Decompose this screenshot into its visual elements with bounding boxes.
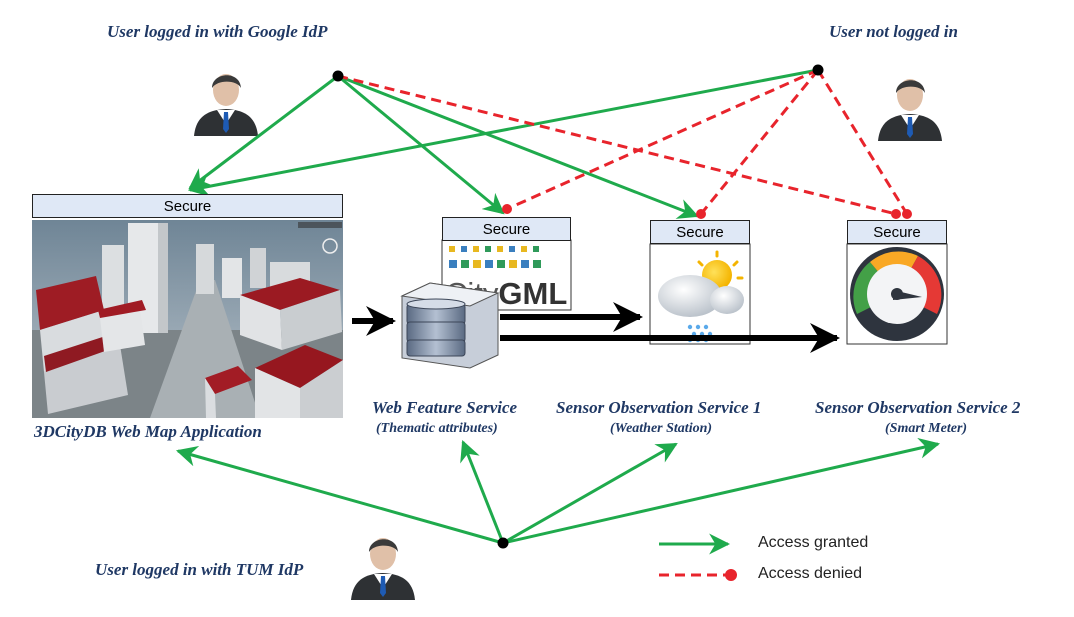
anonymous-user-label: User not logged in: [829, 22, 958, 41]
gauge-icon: [850, 247, 944, 341]
citygml-dots-icon: [449, 246, 541, 268]
sos1-weather-panel: [649, 243, 751, 345]
wfs-title: Web Feature Service: [372, 398, 518, 417]
wfs-secure-badge: Secure: [442, 217, 571, 241]
web-map-3d-scene: [32, 220, 343, 418]
granted-arrows: [175, 68, 941, 545]
sos2-subtitle: (Smart Meter): [885, 421, 968, 436]
webmap-secure-badge: Secure: [32, 194, 343, 218]
sos2-title: Sensor Observation Service 2: [815, 398, 1021, 417]
google-user-label: User logged in with Google IdP: [107, 22, 328, 41]
tum-user-label: User logged in with TUM IdP: [95, 560, 304, 579]
sos2-secure-badge: Secure: [847, 220, 947, 244]
anonymous-user-avatar-icon: [878, 79, 942, 141]
webmap-title: 3DCityDB Web Map Application: [34, 422, 262, 441]
legend-denied-label: Access denied: [758, 565, 863, 582]
origin-nodes: [332, 64, 824, 549]
sos1-subtitle: (Weather Station): [610, 421, 713, 436]
wfs-subtitle: (Thematic attributes): [376, 421, 498, 436]
server-icon: [400, 282, 500, 369]
denied-endpoints: [502, 204, 912, 219]
tum-user-avatar-icon: [351, 538, 415, 600]
sos2-smart-meter-panel: [846, 243, 948, 345]
sos1-title: Sensor Observation Service 1: [556, 398, 762, 417]
denied-lines: [337, 68, 909, 216]
legend-granted-label: Access granted: [758, 534, 869, 551]
google-user-avatar-icon: [194, 74, 258, 136]
legend: [659, 533, 737, 581]
sos1-secure-badge: Secure: [650, 220, 750, 244]
data-flow-arrows: [352, 302, 840, 353]
